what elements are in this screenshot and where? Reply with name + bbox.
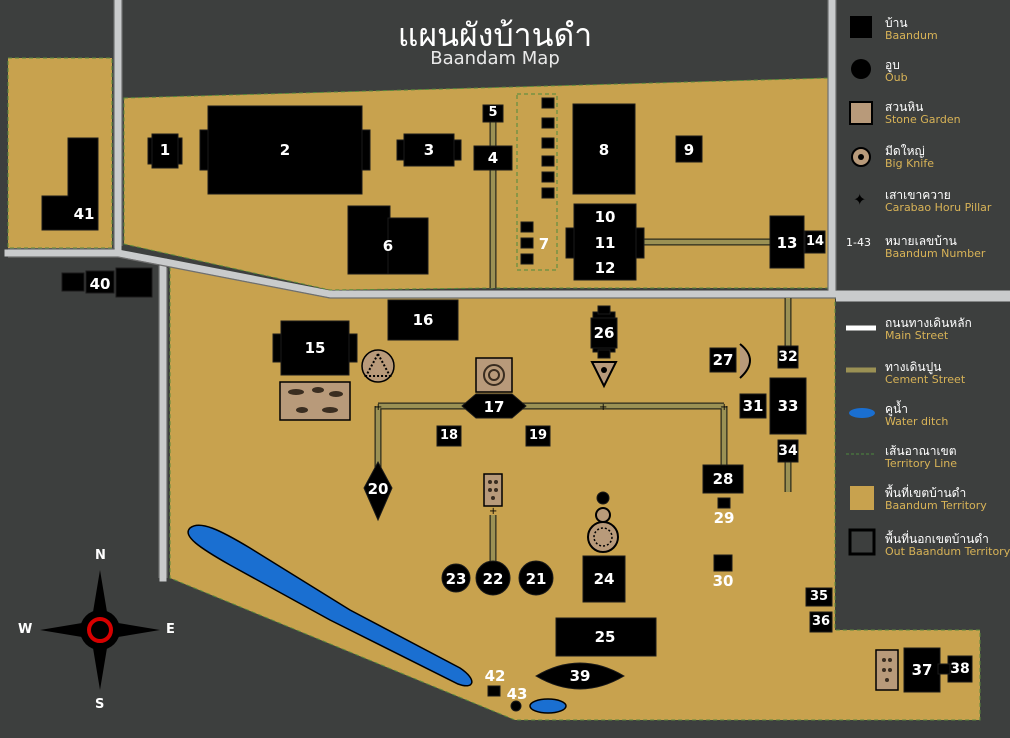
compass-rose: [40, 570, 160, 690]
legend-oub-th: อูบ: [885, 58, 900, 72]
arc-stones: [739, 343, 751, 379]
carabao-horn-pillars: + + + +: [374, 402, 728, 517]
legend-big-knife: มีดใหญ่ Big Knife: [848, 140, 1010, 180]
legend-building-th: บ้าน: [885, 16, 908, 30]
legend-territory-area-en: Baandum Territory: [885, 499, 987, 512]
legend-oub-en: Oub: [885, 71, 908, 84]
legend-big-knife-en: Big Knife: [885, 157, 934, 170]
legend-territory-area: พื้นที่เขตบ้านดำ Baandum Territory: [848, 482, 1010, 522]
legend-territory-line-th: เส้นอาณาเขต: [885, 444, 957, 458]
inverted-triangle: [590, 361, 618, 389]
legend-symbols: ✦: [846, 16, 876, 556]
legend-stone-garden: สวนหิน Stone Garden: [848, 96, 1010, 136]
legend-territory-area-th: พื้นที่เขตบ้านดำ: [885, 486, 967, 500]
legend-building-en: Baandum: [885, 29, 938, 42]
legend-territory-line-en: Territory Line: [885, 457, 958, 470]
legend-building: บ้าน Baandum: [848, 12, 1010, 52]
map-subtitle: Baandam Map: [430, 48, 560, 69]
map-title: แผนผังบ้านดำ: [397, 16, 593, 54]
compass-east: E: [166, 622, 175, 637]
legend-water-ditch: คูน้ำ Water ditch: [848, 398, 1010, 438]
compass-north: N: [95, 548, 106, 563]
legend-big-knife-th: มีดใหญ่: [885, 144, 925, 158]
svg-text:+: +: [374, 402, 382, 413]
legend-cement-street: ทางเดินปูน Cement Street: [848, 356, 1010, 396]
compass-south: S: [95, 697, 105, 712]
triangle-garden: [361, 349, 395, 383]
legend-water-ditch-en: Water ditch: [885, 415, 949, 428]
legend-carabao-pillar-en: Carabao Horu Pillar: [885, 201, 992, 214]
legend-stone-garden-th: สวนหิน: [885, 100, 924, 114]
legend-territory-line: เส้นอาณาเขต Territory Line: [848, 440, 1010, 480]
compass-west: W: [18, 622, 33, 637]
legend-oub: อูบ Oub: [848, 54, 1010, 94]
buildings: [41, 97, 973, 712]
legend-water-ditch-th: คูน้ำ: [885, 402, 908, 416]
legend-carabao-pillar-th: เสาเขาควาย: [885, 188, 951, 202]
legend-number: 1-43 หมายเลขบ้าน Baandum Number: [846, 230, 1010, 270]
legend-main-street-th: ถนนทางเดินหลัก: [885, 316, 972, 330]
building-7-outline: [516, 93, 558, 271]
legend-cement-street-th: ทางเดินปูน: [885, 360, 942, 374]
legend-number-th: หมายเลขบ้าน: [885, 234, 957, 248]
svg-text:✦: ✦: [853, 190, 866, 209]
svg-text:+: +: [720, 402, 728, 413]
legend-stone-garden-en: Stone Garden: [885, 113, 961, 126]
legend-out-territory: พื้นที่นอกเขตบ้านดำ Out Baandum Territor…: [848, 528, 1010, 568]
stone-gardens: [279, 357, 899, 691]
legend-out-territory-en: Out Baandum Territory: [885, 545, 1010, 558]
water-ditch: [187, 524, 567, 714]
legend-number-symbol: 1-43: [846, 236, 871, 249]
legend-carabao-pillar: เสาเขาควาย Carabao Horu Pillar: [848, 184, 1010, 224]
big-knife-symbol: [587, 507, 619, 553]
legend-main-street: ถนนทางเดินหลัก Main Street: [848, 312, 1010, 352]
legend-main-street-en: Main Street: [885, 329, 949, 342]
svg-text:+: +: [599, 402, 607, 413]
main-streets: [4, 0, 1010, 582]
legend-cement-street-en: Cement Street: [885, 373, 966, 386]
legend-out-territory-th: พื้นที่นอกเขตบ้านดำ: [885, 532, 989, 546]
legend-number-en: Baandum Number: [885, 247, 986, 260]
svg-text:+: +: [489, 506, 497, 517]
